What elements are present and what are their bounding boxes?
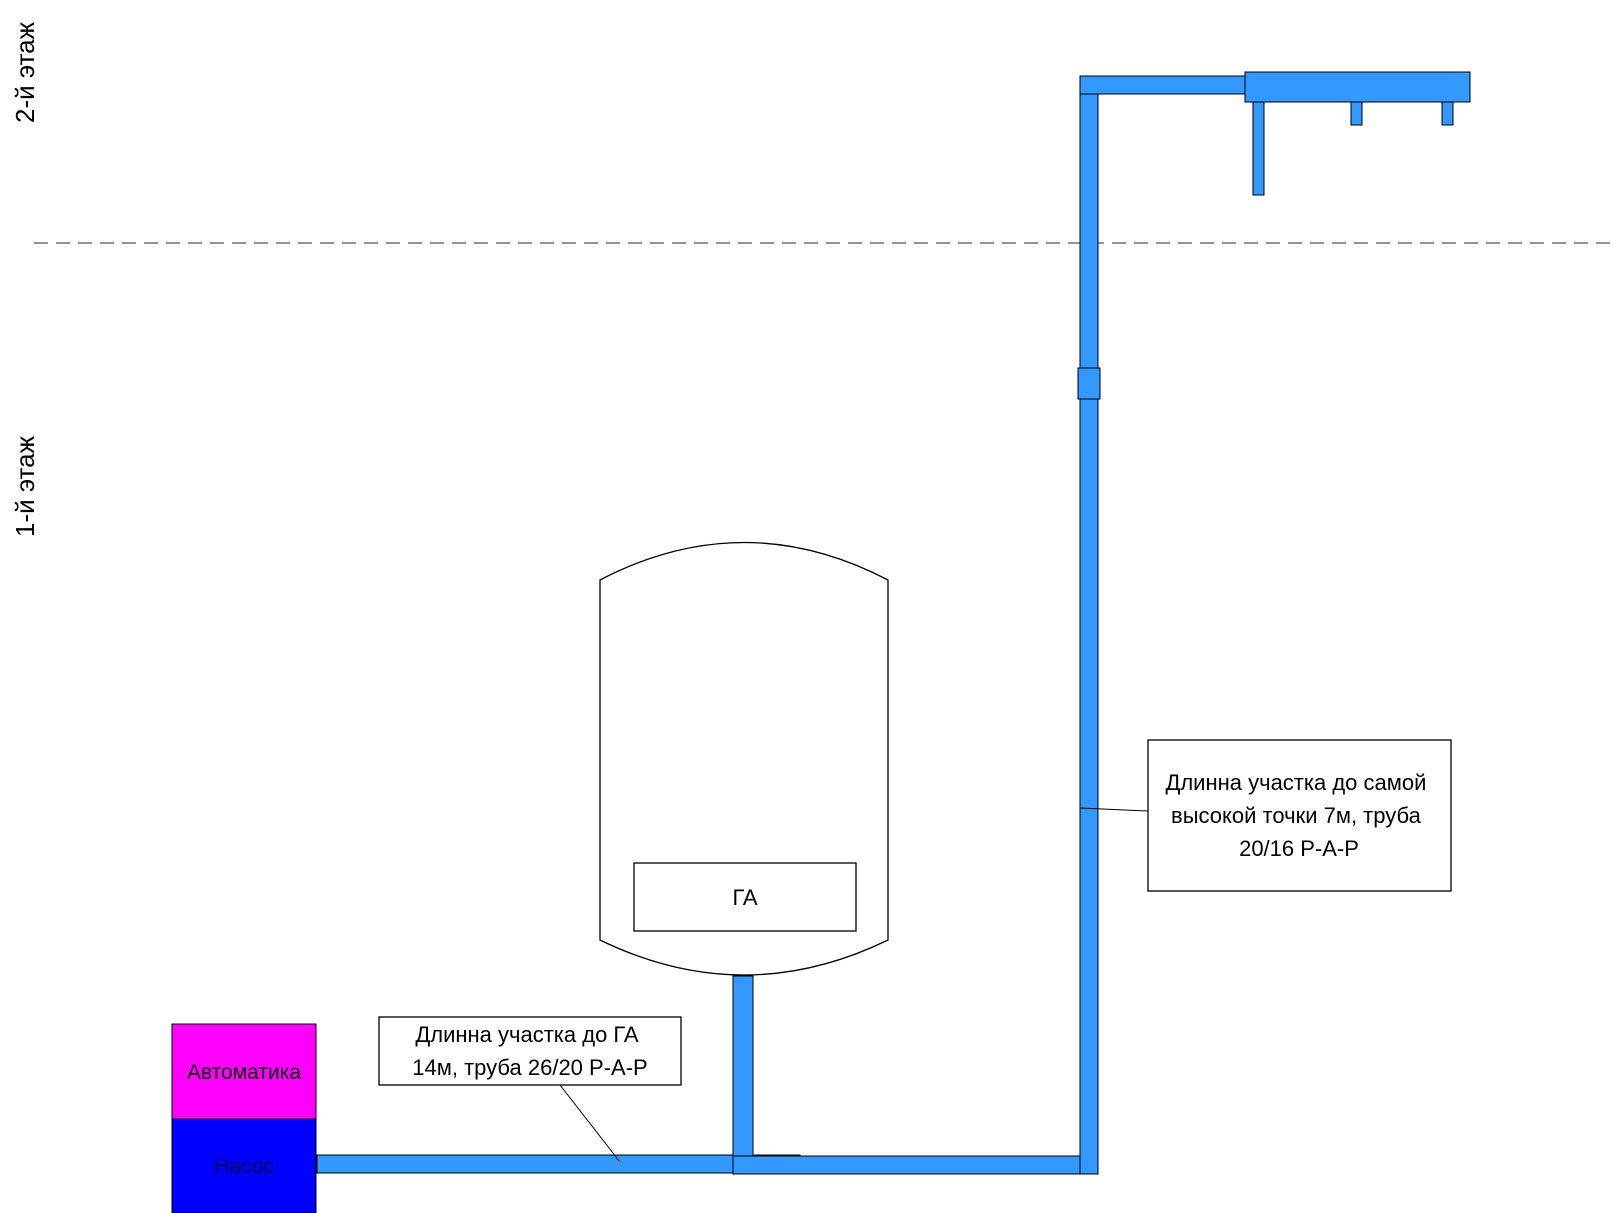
- floor-label-lower: 1-й этаж: [10, 435, 40, 537]
- pump-block: [171, 1118, 317, 1213]
- callout-horizontal-leader: [559, 1084, 621, 1163]
- callout-horizontal-line-1: Длинна участка до ГА: [415, 1022, 639, 1047]
- manifold: [1244, 71, 1471, 103]
- pipe-network: [316, 71, 1471, 1175]
- pipe-top-horizontal: [1079, 75, 1248, 95]
- callout-horizontal-line-2: 14м, труба 26/20 Р-А-Р: [412, 1055, 647, 1080]
- floor-label-upper: 2-й этаж: [10, 21, 40, 123]
- pipe-riser: [1079, 75, 1099, 1175]
- pump-label: Насос: [214, 1155, 274, 1178]
- callout-riser-text: Длинна участка до самой высокой точки 7м…: [1165, 770, 1432, 861]
- tank-label: ГА: [732, 885, 757, 910]
- callout-riser-box: [1147, 739, 1452, 892]
- automation-label: Автоматика: [187, 1061, 301, 1084]
- manifold-outlet-1: [1252, 101, 1265, 196]
- pipe-tank-drop: [732, 975, 754, 1157]
- manifold-outlet-2: [1350, 101, 1363, 126]
- tank-label-box: [633, 862, 857, 932]
- callout-horizontal-text: Длинна участка до ГА 14м, труба 26/20 Р-…: [412, 1022, 647, 1080]
- callout-riser-line-2: высокой точки 7м, труба: [1171, 803, 1422, 828]
- pipe-horizontal-main: [316, 1154, 801, 1174]
- callout-horizontal-box: [378, 1016, 682, 1086]
- callout-riser-line-3: 20/16 Р-А-Р: [1239, 836, 1359, 861]
- callout-riser-leader: [1079, 807, 1149, 812]
- callout-riser-line-1: Длинна участка до самой: [1165, 770, 1426, 795]
- automation-block: [171, 1023, 317, 1120]
- pipe-riser-coupling: [1077, 367, 1101, 400]
- manifold-outlet-3: [1441, 101, 1454, 126]
- pipe-horizontal-riser: [732, 1155, 1099, 1175]
